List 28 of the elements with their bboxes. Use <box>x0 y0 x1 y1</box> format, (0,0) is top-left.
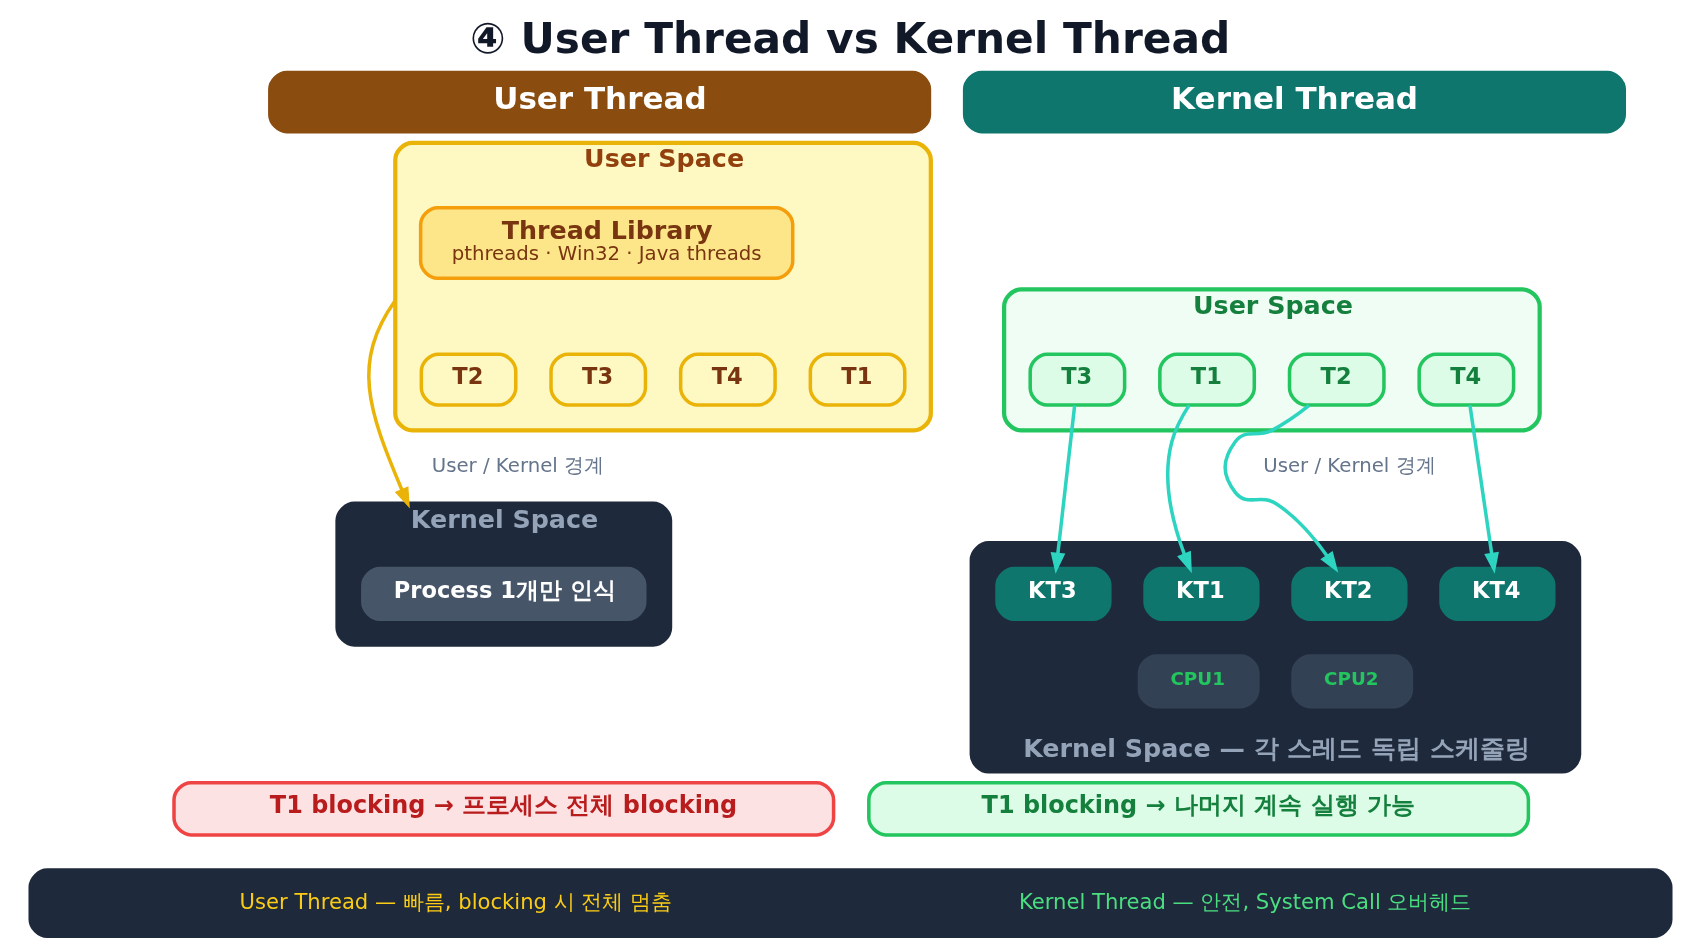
node-box: KT1 <box>1142 566 1260 621</box>
arrow <box>1222 403 1338 573</box>
node-box: Thread Library pthreads · Win32 · Java threads <box>418 205 794 280</box>
node-box: T1 <box>1157 352 1256 407</box>
node-box: T4 <box>678 352 777 407</box>
diagram-title: ④ User Thread vs Kernel Thread <box>469 13 1230 63</box>
node-box: KT2 <box>1290 566 1408 621</box>
arrow <box>1467 404 1499 574</box>
node-box: T1 blocking → 나머지 계속 실행 가능 <box>866 780 1530 837</box>
label: User / Kernel 경계 <box>431 453 604 477</box>
node-box: T2 <box>1287 352 1386 407</box>
arrow <box>1165 403 1192 573</box>
node-box: KT3 <box>994 566 1112 621</box>
node-box: T1 blocking → 프로세스 전체 blocking <box>171 780 835 837</box>
node-box: KT4 <box>1438 566 1556 621</box>
node-box: T3 <box>548 352 647 407</box>
node-box: CPU1 <box>1137 653 1260 708</box>
node-box: CPU2 <box>1290 653 1413 708</box>
node-box: T2 <box>419 352 518 407</box>
node-box: User Thread — 빠름, blocking 시 전체 멈춤 Kernel Thread — 안전, System Call 오버헤드 <box>28 867 1672 938</box>
arrow <box>366 299 410 509</box>
label: User / Kernel 경계 <box>1262 453 1436 477</box>
node-box: T3 <box>1027 352 1126 407</box>
node-box: Process 1개만 인식 <box>360 566 646 621</box>
node-box: User Thread <box>267 70 931 133</box>
node-box: T1 <box>808 352 906 407</box>
node-box: Kernel Thread <box>962 70 1626 133</box>
node-box: T4 <box>1416 352 1515 407</box>
